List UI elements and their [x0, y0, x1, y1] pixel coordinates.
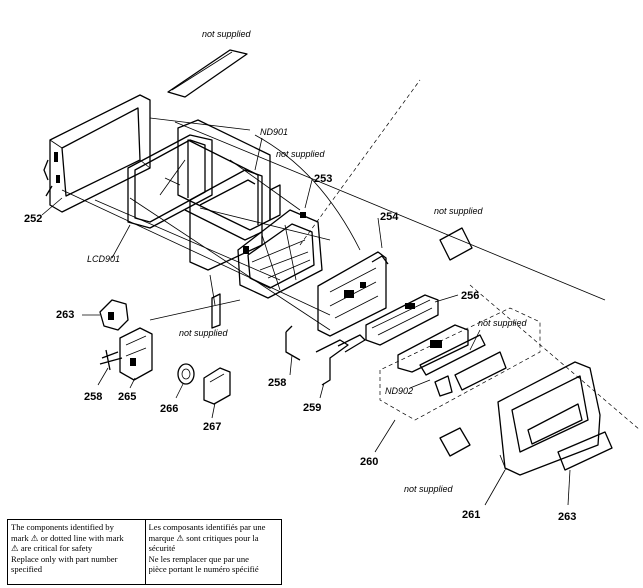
label-259: 259 — [303, 402, 321, 414]
safety-notice-french: Les composants identifiés par une marque… — [144, 520, 282, 584]
leader-lines — [41, 137, 571, 506]
safety-notice-english: The components identified by mark ⚠ or d… — [8, 520, 145, 584]
tab-not-supplied-bottom-left — [211, 293, 221, 329]
label-263-right: 263 — [558, 511, 576, 523]
notice-fr-line: Les composants identifiés par une — [148, 522, 266, 532]
not-supplied-top: not supplied — [202, 29, 252, 39]
part-259-ribbon — [315, 334, 366, 386]
not-supplied-mid: not supplied — [276, 149, 326, 159]
label-lcd901: LCD901 — [87, 254, 120, 264]
part-258-flex — [285, 325, 301, 361]
not-supplied-right: not supplied — [434, 206, 484, 216]
part-263-bracket — [99, 299, 129, 331]
part-263-plate-right — [557, 431, 613, 471]
notice-en-line: Replace only with part number — [11, 553, 118, 564]
part-253-chassis — [237, 209, 323, 299]
part-261-front-panel — [497, 361, 601, 476]
label-252: 252 — [24, 213, 42, 225]
notice-fr-line: marque ⚠ sont critiques pour la — [148, 532, 259, 543]
not-supplied-bottom: not supplied — [404, 484, 454, 494]
label-258-left: 258 — [84, 391, 102, 403]
label-nd902: ND902 — [385, 386, 413, 396]
safety-notice-table: The components identified by mark ⚠ or d… — [7, 519, 282, 585]
part-265-hinge — [119, 327, 153, 381]
part-267-switch — [203, 367, 231, 405]
notice-en-line: specified — [11, 564, 43, 574]
notice-en-line: ⚠ are critical for safety — [11, 543, 93, 553]
part-258-cable-left — [99, 349, 123, 371]
part-254-main-board — [317, 251, 389, 337]
part-lcd901-panel — [127, 134, 213, 229]
label-258-center: 258 — [268, 377, 286, 389]
label-260: 260 — [360, 456, 378, 468]
part-260-assembly-box — [379, 307, 541, 421]
label-254: 254 — [380, 211, 399, 223]
label-265: 265 — [118, 391, 136, 403]
label-256: 256 — [461, 290, 479, 302]
part-256-connector-board — [365, 294, 439, 346]
notice-fr-line: sécurité — [148, 543, 176, 553]
assembly-guide-lines — [61, 79, 641, 431]
notice-fr-line: Ne les remplacer que par une — [148, 553, 249, 564]
label-261: 261 — [462, 509, 480, 521]
flat-strip-top — [167, 49, 248, 98]
label-253: 253 — [314, 173, 332, 185]
notice-fr-line: pièce portant le numéro spécifié — [148, 564, 259, 574]
label-267: 267 — [203, 421, 221, 433]
notice-en-line: The components identified by — [11, 522, 114, 532]
not-supplied-bottom-left: not supplied — [179, 328, 229, 338]
bracket-not-supplied-mid — [269, 184, 281, 221]
part-266-knob — [177, 363, 195, 385]
notice-en-line: mark ⚠ or dotted line with mark — [11, 532, 124, 543]
label-263-left: 263 — [56, 309, 74, 321]
label-nd901: ND901 — [260, 127, 288, 137]
not-supplied-box: not supplied — [478, 318, 528, 328]
part-252-lcd-frame — [43, 94, 151, 213]
plate-not-supplied-bottom — [439, 427, 471, 457]
plate-not-supplied-right — [439, 227, 473, 261]
label-266: 266 — [160, 403, 178, 415]
